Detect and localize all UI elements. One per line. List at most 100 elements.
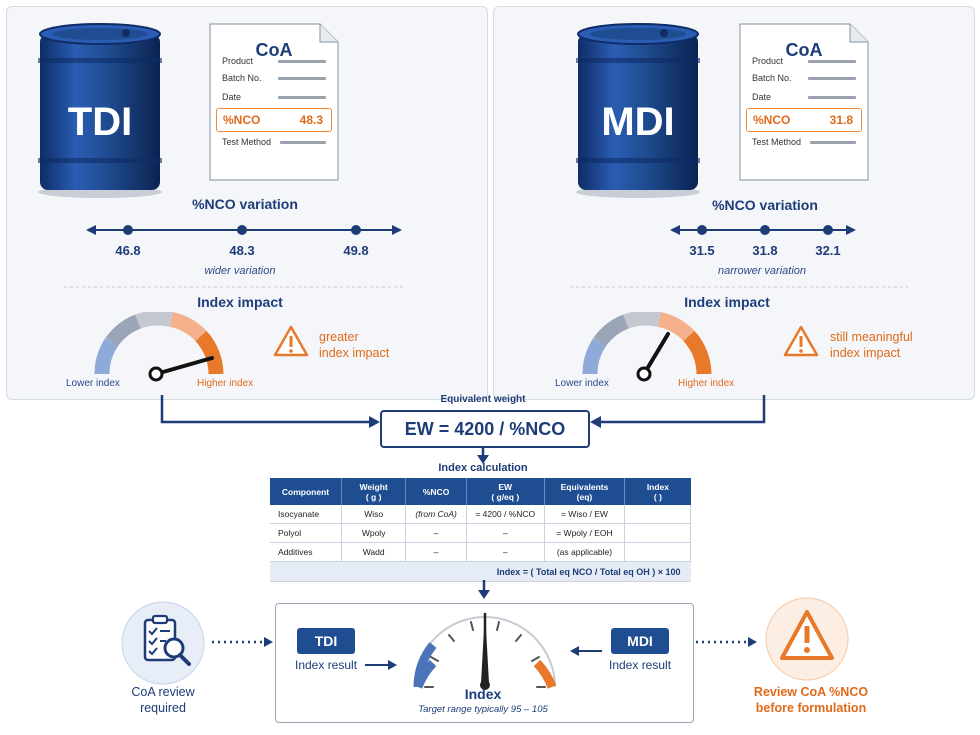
coa-line — [280, 141, 326, 144]
coa-row-test-method: Test Method — [222, 137, 272, 147]
coa-line — [808, 96, 856, 99]
tdi-gauge-icon — [94, 312, 224, 382]
coa-row-date: Date — [222, 92, 242, 102]
tdi-drum-label: TDI — [67, 100, 133, 144]
coa-line — [278, 96, 326, 99]
index-result-gauge-icon — [413, 611, 557, 690]
left-arrow-icon — [570, 646, 602, 656]
table-cell: – — [405, 523, 467, 543]
coa-nco-label: %NCO — [223, 113, 261, 127]
target-range-text: Target range typically 95 – 105 — [418, 704, 548, 715]
table-cell — [624, 505, 691, 524]
tdi-drum-icon — [38, 23, 162, 198]
mdi-panel — [493, 6, 975, 400]
table-cell: = Wpoly / EOH — [544, 523, 626, 543]
coa-row-date: Date — [752, 92, 772, 102]
table-cell — [624, 523, 691, 543]
tdi-gauge-low-label: Lower index — [66, 378, 120, 389]
tdi-variation-title: %NCO variation — [192, 196, 298, 212]
table-header: EW( g/eq ) — [466, 478, 545, 505]
table-header: %NCO — [405, 478, 467, 505]
tdi-value-mid: 48.3 — [229, 243, 255, 258]
header-weight-unit: ( g ) — [365, 491, 382, 502]
table-cell: Additives — [270, 542, 342, 562]
coa-row-batch: Batch No. — [752, 73, 792, 83]
divider — [64, 286, 404, 288]
table-header: Weight( g ) — [341, 478, 407, 505]
table-header: Equivalents(eq) — [544, 478, 626, 505]
tdi-warning-line-1: greater — [319, 330, 359, 344]
mdi-variation-caption: narrower variation — [717, 265, 807, 277]
flow-connectors — [160, 395, 766, 464]
review-warning-line-2: before formulation — [755, 701, 867, 715]
mdi-coa-document: CoA Product Batch No. Date %NCO 31.8 Tes… — [738, 22, 870, 182]
coa-nco-highlight: %NCO 48.3 — [216, 108, 332, 132]
ew-formula-box: EW = 4200 / %NCO — [380, 410, 590, 448]
index-calc-table: Component Weight( g ) %NCO EW( g/eq ) Eq… — [270, 478, 691, 582]
mdi-index-title: Index impact — [684, 294, 770, 310]
table-cell: = Wiso / EW — [544, 505, 626, 524]
tdi-warning-line-2: index impact — [319, 346, 390, 360]
mdi-gauge-high-label: Higher index — [678, 378, 735, 389]
calc-title: Index calculation — [438, 462, 528, 474]
tdi-warning-icon — [273, 325, 309, 357]
header-weight: Weight — [359, 481, 388, 492]
review-warning-icon — [765, 597, 849, 681]
mdi-warning-icon — [783, 325, 819, 357]
tdi-value-high: 49.8 — [343, 243, 369, 258]
mdi-warning-line-2: index impact — [830, 346, 901, 360]
coa-review-line-1: CoA review — [131, 685, 195, 699]
table-row: Polyol Wpoly – – = Wpoly / EOH — [270, 523, 691, 543]
header-index: Index — [646, 481, 670, 492]
index-formula: Index = ( Total eq NCO / Total eq OH ) ×… — [270, 561, 691, 582]
mdi-value-low: 31.5 — [689, 243, 715, 258]
index-gauge-title: Index — [464, 686, 502, 702]
header-nco: %NCO — [422, 486, 450, 497]
divider — [570, 286, 908, 288]
coa-nco-label: %NCO — [753, 113, 791, 127]
coa-line — [808, 60, 856, 63]
table-cell: (from CoA) — [405, 505, 467, 524]
table-header-row: Component Weight( g ) %NCO EW( g/eq ) Eq… — [270, 478, 691, 505]
coa-line — [278, 77, 326, 80]
review-warning-line-1: Review CoA %NCO — [753, 685, 869, 699]
table-cell: – — [466, 523, 545, 543]
mdi-variation-title: %NCO variation — [712, 197, 818, 213]
coa-title: CoA — [255, 40, 293, 60]
header-index-unit: ( ) — [653, 491, 662, 502]
coa-review-text: CoA review required — [108, 684, 218, 716]
table-cell — [624, 542, 691, 562]
coa-line — [808, 77, 856, 80]
table-cell: – — [405, 542, 467, 562]
table-cell: Isocyanate — [270, 505, 342, 524]
tdi-index-title: Index impact — [197, 294, 283, 310]
mdi-result-label: Index result — [609, 658, 672, 672]
coa-line — [810, 141, 856, 144]
dotted-arrow-icon — [696, 637, 757, 647]
mdi-value-high: 32.1 — [815, 243, 841, 258]
coa-nco-value: 31.8 — [829, 113, 853, 127]
coa-nco-highlight: %NCO 31.8 — [746, 108, 862, 132]
mdi-warning-text: still meaningful index impact — [830, 329, 913, 361]
mdi-drum-label: MDI — [601, 100, 675, 144]
tdi-coa-document: CoA Product Batch No. Date %NCO 48.3 Tes… — [208, 22, 340, 182]
table-cell: (as applicable) — [544, 542, 626, 562]
right-arrow-icon — [365, 660, 397, 670]
table-row: Isocyanate Wiso (from CoA) = 4200 / %NCO… — [270, 505, 691, 524]
coa-line — [278, 60, 326, 63]
header-ew: EW — [498, 481, 513, 492]
coa-title: CoA — [785, 40, 823, 60]
tdi-result-label: Index result — [295, 658, 358, 672]
table-header: Component — [270, 478, 342, 505]
table-cell: – — [466, 542, 545, 562]
table-cell: Wadd — [341, 542, 407, 562]
table-cell: = 4200 / %NCO — [466, 505, 545, 524]
coa-review-line-2: required — [140, 701, 186, 715]
tdi-result-chip: TDI — [297, 628, 355, 654]
header-equivalents-unit: (eq) — [576, 491, 593, 502]
dotted-arrow-icon — [212, 637, 273, 647]
mdi-value-mid: 31.8 — [752, 243, 778, 258]
coa-row-product: Product — [222, 56, 254, 66]
table-cell: Polyol — [270, 523, 342, 543]
tdi-warning-text: greater index impact — [319, 329, 389, 361]
